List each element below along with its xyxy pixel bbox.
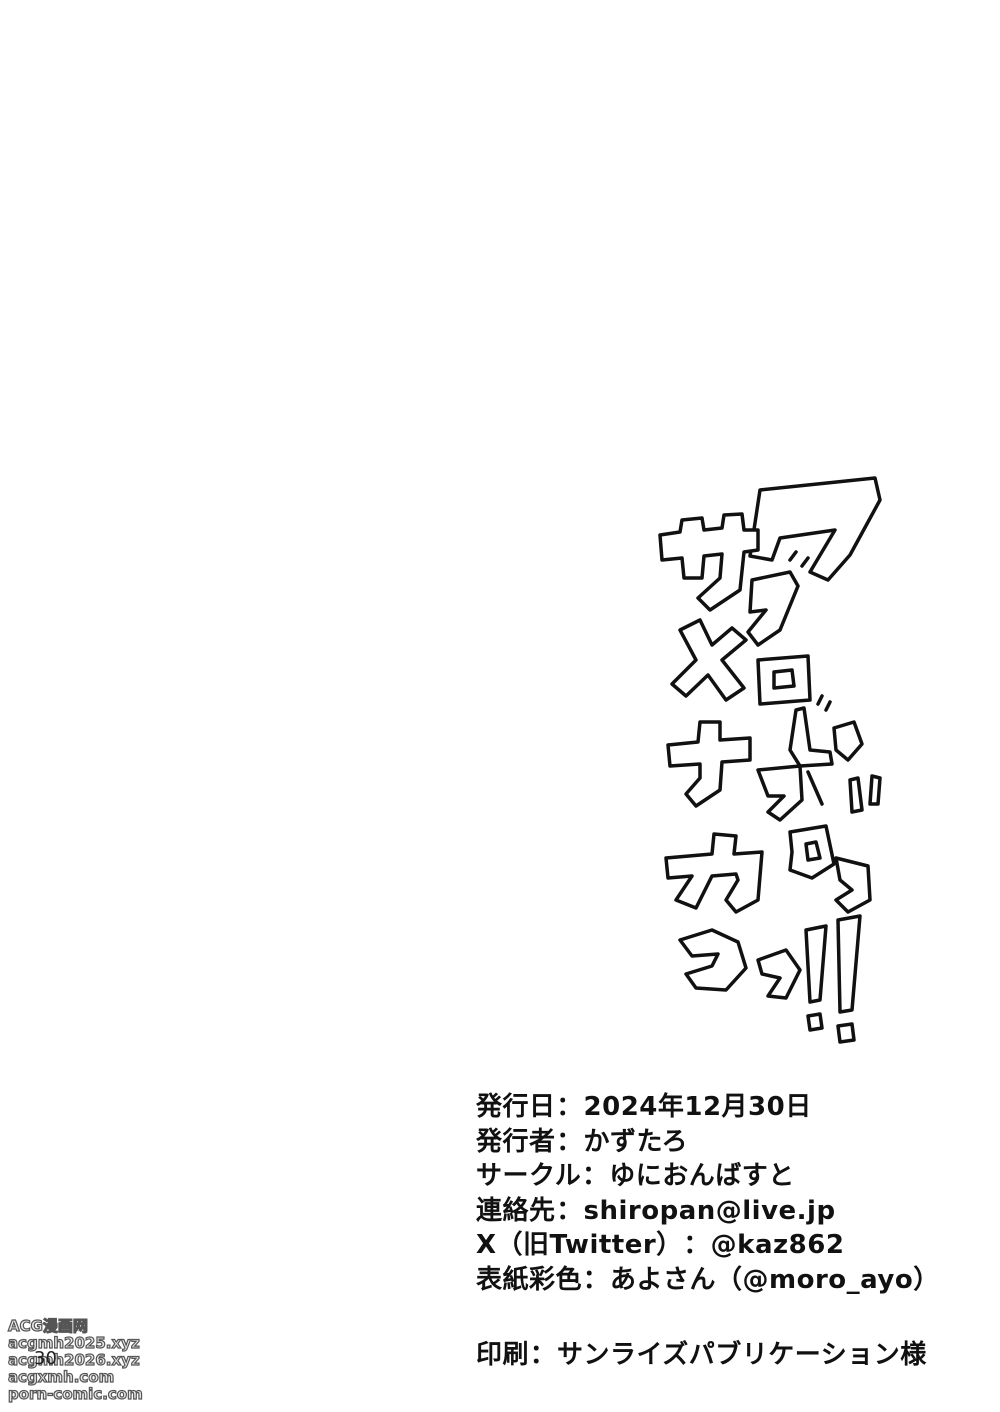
glyph-ji: [788, 706, 834, 768]
watermark-line: acgmh2025.xyz: [7, 1334, 140, 1352]
contact-email[interactable]: shiropan@live.jp: [583, 1195, 836, 1226]
issue-date-value: 2024年12月30日: [583, 1092, 812, 1122]
glyph-exclaim-2: [836, 914, 862, 1014]
glyph-gu: [746, 570, 800, 647]
glyph-na-1: [666, 720, 752, 808]
glyph-exclaim-1: [804, 924, 828, 1004]
separator: ：: [582, 1264, 610, 1295]
glyph-tsu: [756, 948, 802, 1000]
separator: ：: [683, 1230, 710, 1260]
circle-value: ゆにおんばすと: [609, 1161, 795, 1191]
printer-label: 印刷: [476, 1340, 530, 1370]
glyph-ro: [756, 654, 812, 706]
glyph-ka: [756, 764, 804, 822]
printer-value: サンライズパブリケーション様: [557, 1340, 927, 1370]
publisher-label: 発行者: [476, 1126, 556, 1157]
publisher-value: かずたろ: [583, 1126, 688, 1157]
separator: ：: [556, 1126, 583, 1157]
circle-label: サークル: [476, 1161, 582, 1191]
glyph-i: [848, 774, 882, 814]
colophon-row-contact: 連絡先：shiropan@live.jp: [476, 1194, 976, 1229]
cover-color-value: あよさん（@moro_ayo）: [610, 1264, 940, 1295]
handwritten-title-art: [658, 476, 882, 1044]
watermark-line: acgmh2026.xyz: [7, 1351, 140, 1369]
colophon-row-circle: サークル：ゆにおんばすと: [476, 1159, 976, 1194]
page-number: 30: [34, 1348, 57, 1369]
glyph-ka-2: [664, 832, 764, 914]
watermark-line: ACG漫画网: [7, 1317, 88, 1335]
glyph-ma: [748, 476, 882, 582]
separator: ：: [581, 1161, 609, 1191]
colophon-row-x-account: X（旧Twitter）：@kaz862: [476, 1228, 976, 1263]
colophon: 発行日：2024年12月30日 発行者：かずたろ サークル：ゆにおんばすと 連絡…: [476, 1090, 976, 1373]
glyph-ra: [834, 856, 872, 914]
cover-color-label: 表紙彩色: [476, 1264, 583, 1295]
issue-date-label: 発行日: [476, 1092, 556, 1122]
colophon-row-printer: 印刷：サンライズパブリケーション様: [476, 1338, 976, 1373]
colophon-row-publisher: 発行者：かずたろ: [476, 1125, 976, 1160]
glyph-ra-2: [678, 928, 748, 992]
watermark-line: acgxmh.com: [7, 1368, 115, 1386]
watermark-line: porn-comic.com: [7, 1385, 143, 1403]
colophon-row-issue-date: 発行日：2024年12月30日: [476, 1090, 976, 1125]
separator: ：: [556, 1092, 583, 1122]
x-account-handle[interactable]: @kaz862: [710, 1230, 845, 1260]
colophon-row-cover-color: 表紙彩色：あよさん（@moro_ayo）: [476, 1263, 976, 1298]
x-account-label: X（旧Twitter）: [476, 1230, 683, 1260]
glyph-na-2: [788, 824, 836, 880]
contact-label: 連絡先: [476, 1195, 556, 1226]
separator: ：: [556, 1195, 583, 1226]
glyph-ya: [832, 720, 864, 762]
glyph-me: [670, 618, 748, 702]
glyph-sa: [658, 512, 760, 612]
site-watermark: ACG漫画网 acgmh2025.xyz acgmh2026.xyz acgxm…: [7, 1317, 158, 1403]
separator: ：: [529, 1340, 557, 1370]
